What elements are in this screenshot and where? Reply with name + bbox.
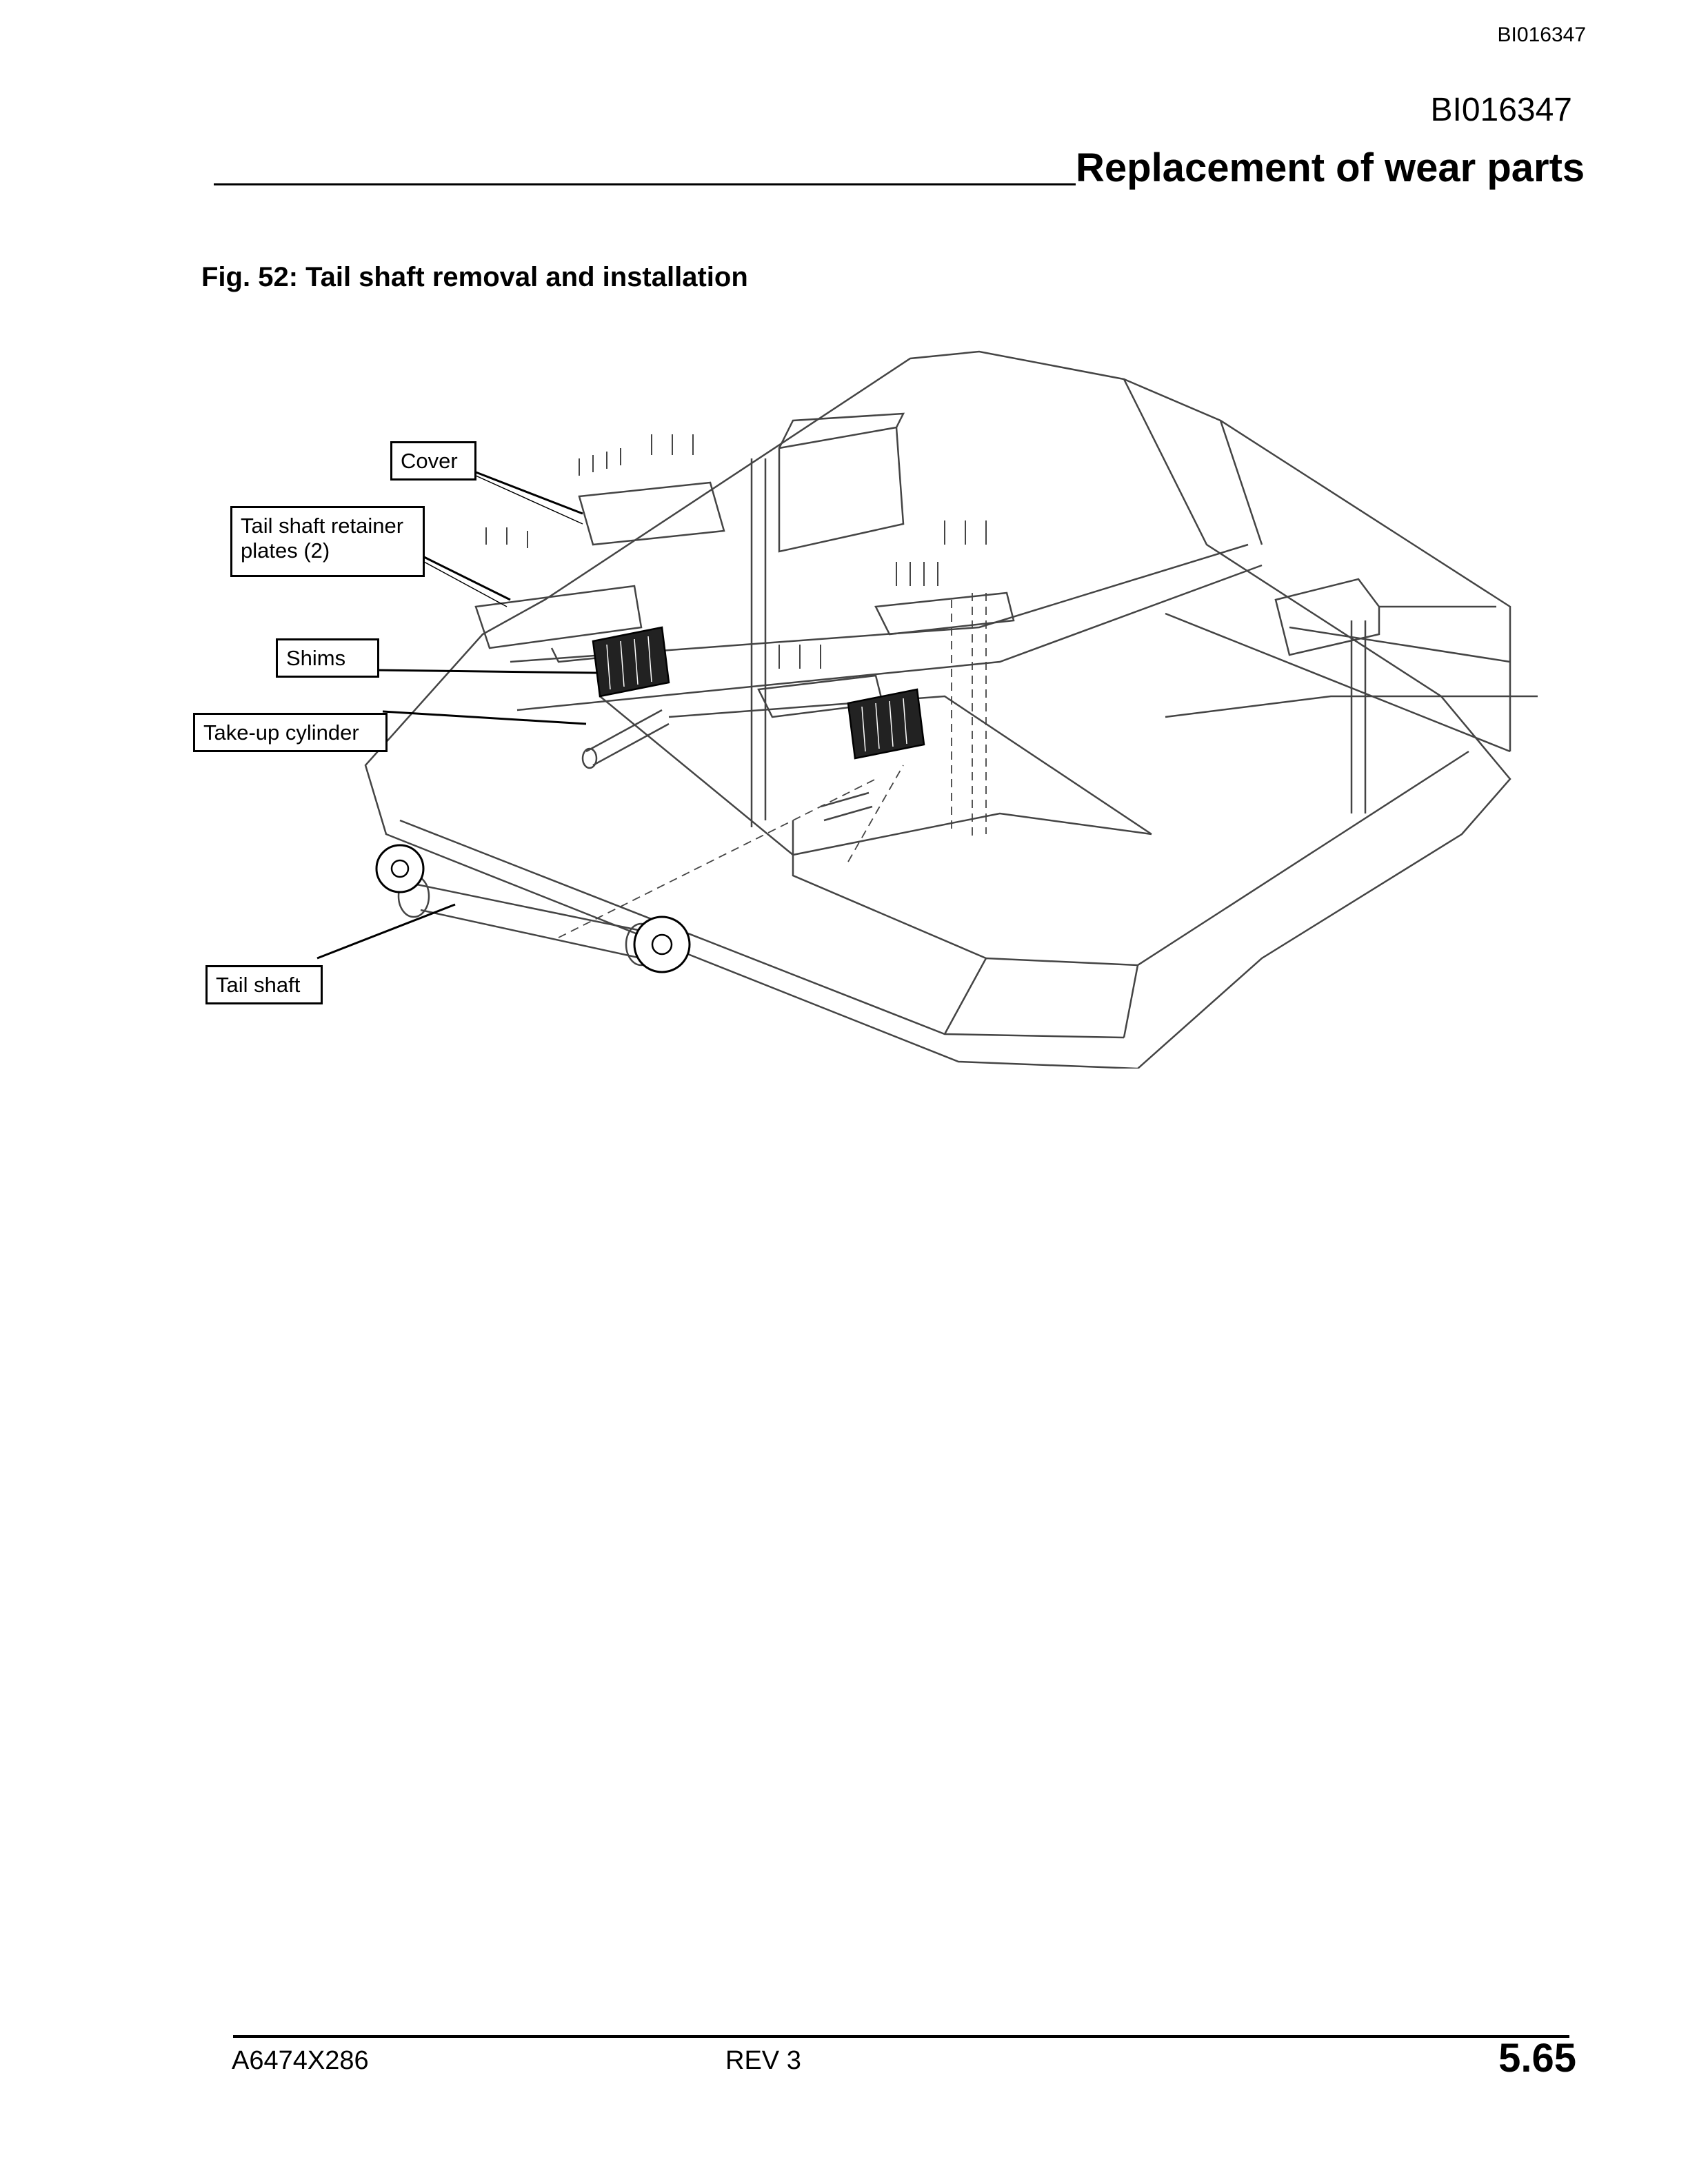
callout-takeup-label: Take-up cylinder [203, 720, 359, 745]
document-id-small: BI016347 [1497, 23, 1586, 46]
footer-page-number: 5.65 [1498, 2036, 1576, 2081]
tail-shaft-diagram: Cover Tail shaft retainer plates (2) Shi… [186, 338, 1565, 1070]
callout-tailshaft-label: Tail shaft [216, 973, 301, 997]
callout-tail-shaft: Tail shaft [205, 965, 323, 1004]
callout-takeup-cylinder: Take-up cylinder [193, 713, 388, 752]
section-title: Replacement of wear parts [1076, 145, 1585, 190]
footer-rule [233, 2035, 1569, 2038]
callout-retainer-plates: Tail shaft retainer plates (2) [230, 506, 425, 577]
footer-revision: REV 3 [725, 2046, 801, 2075]
callout-retainer-line2: plates (2) [241, 538, 330, 563]
callout-shims: Shims [276, 638, 379, 678]
callout-shims-label: Shims [286, 646, 346, 670]
callout-cover-label: Cover [401, 449, 458, 473]
figure-caption: Fig. 52: Tail shaft removal and installa… [201, 262, 748, 292]
callout-retainer-line1: Tail shaft retainer [241, 514, 404, 538]
machine-drawing [316, 350, 1538, 1070]
header-rule [214, 183, 1076, 185]
footer-part-number: A6474X286 [232, 2046, 369, 2075]
document-id-large: BI016347 [1430, 92, 1572, 128]
callout-cover: Cover [390, 441, 476, 481]
